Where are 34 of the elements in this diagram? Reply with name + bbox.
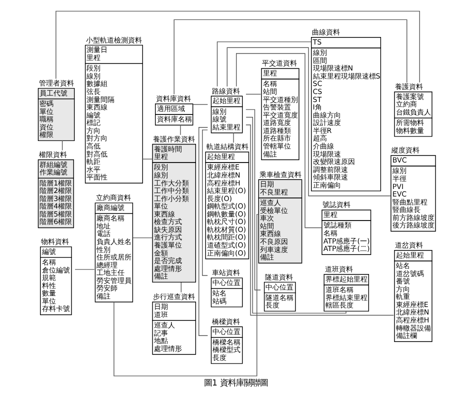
node-label: 總經理 <box>96 260 118 270</box>
node-label: 負責人姓名 <box>96 236 132 246</box>
node-text: 廠商編號 <box>96 203 124 212</box>
node-label: 車站資料 <box>211 268 240 278</box>
node-label: 步行巡查資料 <box>152 292 195 302</box>
node-label: 道班資料 <box>324 264 352 274</box>
node-label: 電話 <box>96 229 110 238</box>
node-label: 立約商資料 <box>95 193 130 202</box>
node-label: 道岔資料 <box>394 240 423 250</box>
node-label: 養護作業資料 <box>152 134 195 144</box>
node-label: 小型軌道檢測資料 <box>86 35 142 44</box>
node-label: 權限資料 <box>38 150 66 159</box>
node-label: 管理者資料 <box>38 78 74 88</box>
node-label: 工地主任 <box>96 268 124 278</box>
node-label: 乘車檢查資料 <box>258 170 301 179</box>
node-label: 號誌資料 <box>322 200 350 210</box>
node-label: 隧道資料 <box>264 272 293 282</box>
node-label: 備註 <box>96 291 110 300</box>
node-label: 資料庫資料 <box>156 94 191 104</box>
node-label: 地址 <box>96 221 110 230</box>
node-label: 勞安師 <box>96 284 118 293</box>
node-label: 曲線資料 <box>312 28 340 37</box>
node-label: 養護資料 <box>394 82 423 92</box>
node-label: 廠商名稱 <box>96 214 124 223</box>
node-label: 平交道資料 <box>262 58 297 68</box>
node-label: 縱度資料 <box>391 146 420 155</box>
node-label: 路線資料 <box>211 86 240 96</box>
node-label: 勞安管理員 <box>96 276 132 285</box>
node-label: 住所或居所 <box>96 252 132 262</box>
node-label: 性別 <box>96 244 110 254</box>
caption: 圖1 資料庫關聯圖 <box>203 378 268 389</box>
node-label: 物料資料 <box>40 236 69 246</box>
node-label: 橋樑資料 <box>211 316 240 326</box>
node-label: 軌道結構資料 <box>206 142 248 152</box>
